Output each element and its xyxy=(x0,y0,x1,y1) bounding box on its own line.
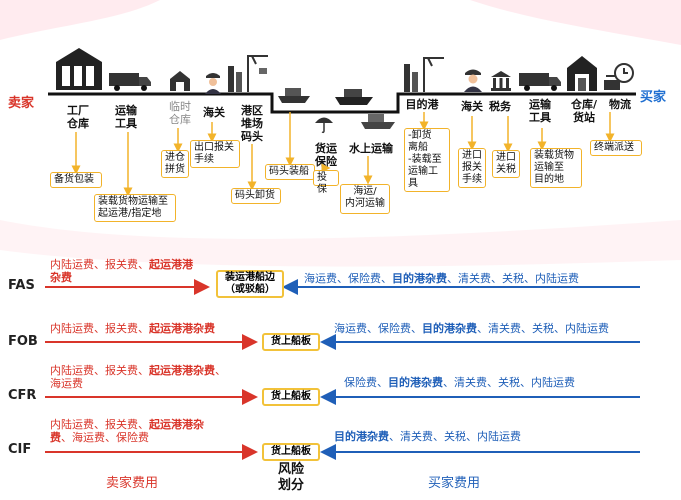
port-crane-icon xyxy=(404,57,444,92)
risk-division-label: 风险划分 xyxy=(278,462,305,493)
step-header-transport: 运输工具 xyxy=(115,104,137,130)
cfr-seller-fees: 内陆运费、报关费、起运港港杂费、海运费 xyxy=(50,364,226,390)
step-header-water-transport: 水上运输 xyxy=(349,142,393,155)
box-port-loading: 码头装船 xyxy=(265,164,315,180)
cfr-buyer-fees: 保险费、目的港杂费、清关费、关税、内陆运费 xyxy=(344,376,575,389)
term-cfr: CFR xyxy=(8,388,37,403)
step-header-delivery-transport: 运输工具 xyxy=(529,98,551,124)
step-header-customs: 海关 xyxy=(203,106,225,119)
box-port-unloading: 码头卸货 xyxy=(231,188,281,204)
buyer-cost-label: 买家费用 xyxy=(428,476,481,491)
step-header-warehouse-station: 仓库/货站 xyxy=(570,98,598,124)
box-deliver-destination: 装载货物运输至目的地 xyxy=(530,148,582,188)
term-fas: FAS xyxy=(8,278,35,293)
step-header-tax: 税务 xyxy=(489,100,511,113)
fas-seller-fees: 内陆运费、报关费、起运港港杂费 xyxy=(50,258,193,284)
warehouse-icon xyxy=(170,71,190,91)
store-icon xyxy=(567,56,597,91)
ship-icon xyxy=(361,114,395,129)
seller-cost-label: 卖家费用 xyxy=(106,476,159,491)
box-destination-unload: -卸货离船-装载至运输工具 xyxy=(404,128,450,192)
box-stock-packing: 备货包装 xyxy=(50,172,102,188)
cfr-risk-point: 货上船板 xyxy=(262,388,320,406)
truck-icon xyxy=(109,73,151,91)
step-header-temp-warehouse: 临时仓库 xyxy=(169,100,191,126)
step-header-logistics: 物流 xyxy=(609,98,631,111)
fas-risk-point: 装运港船边（或驳船） xyxy=(216,270,284,298)
box-import-duty: 进口关税 xyxy=(492,150,520,178)
fee-arrows xyxy=(45,279,640,460)
truck-icon xyxy=(519,73,561,91)
term-cif: CIF xyxy=(8,442,32,457)
box-sea-transport: 海运/内河运输 xyxy=(340,184,390,214)
cif-risk-point: 货上船板 xyxy=(262,443,320,461)
seller-label: 卖家 xyxy=(8,96,35,111)
customs-officer-icon xyxy=(205,73,221,94)
ship-icon xyxy=(335,89,373,105)
fob-risk-point: 货上船板 xyxy=(262,333,320,351)
delivery-icon xyxy=(604,63,634,90)
process-flow-line xyxy=(48,92,636,114)
step-header-destination-port: 目的港 xyxy=(405,98,439,111)
port-crane-icon xyxy=(228,55,268,92)
fas-buyer-fees: 海运费、保险费、目的港杂费、清关费、关税、内陆运费 xyxy=(304,272,579,285)
buyer-label: 买家 xyxy=(640,90,667,105)
box-import-declaration: 进口报关手续 xyxy=(458,148,486,188)
cif-seller-fees: 内陆运费、报关费、起运港港杂费、海运费、保险费 xyxy=(50,418,204,444)
step-header-import-customs: 海关 xyxy=(461,100,483,113)
box-load-transport: 装载货物运输至起运港/指定地 xyxy=(94,194,176,222)
term-fob: FOB xyxy=(8,334,38,349)
tax-icon xyxy=(491,71,511,91)
box-final-delivery: 终端派送 xyxy=(590,140,642,156)
cif-buyer-fees: 目的港杂费、清关费、关税、内陆运费 xyxy=(334,430,521,443)
umbrella-icon xyxy=(315,117,333,134)
step-header-factory: 工厂仓库 xyxy=(67,104,89,130)
box-insure: 投保 xyxy=(313,170,339,195)
customs-officer-icon xyxy=(464,69,482,92)
ship-icon xyxy=(278,88,310,103)
fob-seller-fees: 内陆运费、报关费、起运港港杂费 xyxy=(50,322,215,335)
box-consolidation: 进仓拼货 xyxy=(161,150,189,178)
factory-icon xyxy=(56,48,102,90)
fob-buyer-fees: 海运费、保险费、目的港杂费、清关费、关税、内陆运费 xyxy=(334,322,609,335)
step-header-port: 港区堆场码头 xyxy=(241,104,263,143)
step-connectors xyxy=(71,112,615,197)
step-header-insurance: 货运保险 xyxy=(315,142,337,168)
box-export-declaration: 出口报关手续 xyxy=(190,140,240,168)
